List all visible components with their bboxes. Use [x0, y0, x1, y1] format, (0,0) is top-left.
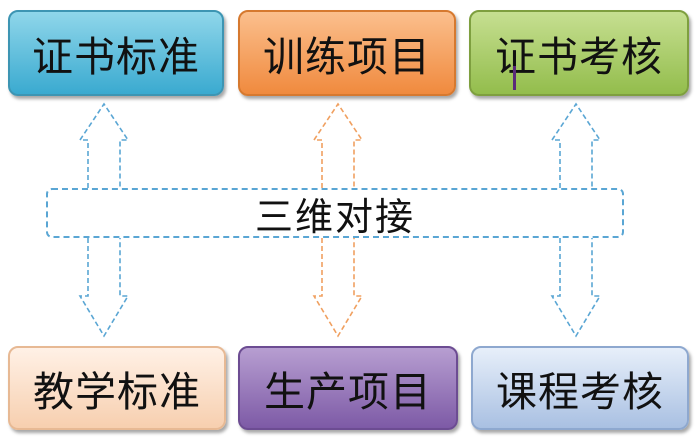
bottom-box-course-assessment: 课程考核	[471, 346, 689, 430]
top-box-certificate-standard: 证书标准	[8, 10, 224, 96]
arrow-right-down	[550, 238, 602, 338]
arrow-left-up	[78, 102, 130, 188]
arrow-middle-up	[312, 102, 364, 188]
arrow-left-down	[78, 238, 130, 338]
center-label: 三维对接	[254, 194, 415, 239]
arrow-right-up	[550, 102, 602, 188]
top-box-certificate-assessment: 证书考核	[469, 10, 689, 96]
bottom-box-production-project: 生产项目	[238, 346, 458, 430]
top-box-training-project: 训练项目	[238, 10, 456, 96]
text-cursor	[513, 66, 516, 90]
arrow-middle-down	[312, 238, 364, 338]
bottom-box-teaching-standard: 教学标准	[8, 346, 226, 430]
center-band	[46, 188, 624, 238]
